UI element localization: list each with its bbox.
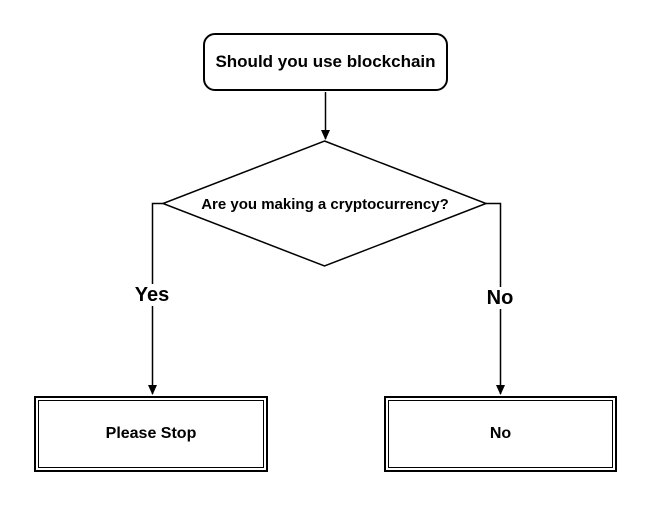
yes-branch-label: Yes [130, 284, 174, 306]
outcome-no-node: No [384, 396, 617, 472]
start-node: Should you use blockchain [203, 33, 448, 91]
decision-question-text: Are you making a cryptocurrency? [201, 195, 449, 213]
arrow-decision-to-yes [148, 202, 163, 395]
outcome-yes-node: Please Stop [34, 396, 268, 472]
outcome-no-label: No [489, 425, 512, 442]
outcome-yes-inner-border: Please Stop [38, 400, 264, 468]
decision-diamond-shape [160, 140, 489, 267]
outcome-no-inner-border: No [388, 400, 613, 468]
outcome-yes-label: Please Stop [105, 425, 197, 442]
no-branch-label: No [482, 287, 518, 309]
arrow-decision-to-no [486, 202, 505, 395]
decision-node-label: Are you making a cryptocurrency? [165, 192, 485, 216]
start-node-label: Should you use blockchain [215, 52, 436, 71]
